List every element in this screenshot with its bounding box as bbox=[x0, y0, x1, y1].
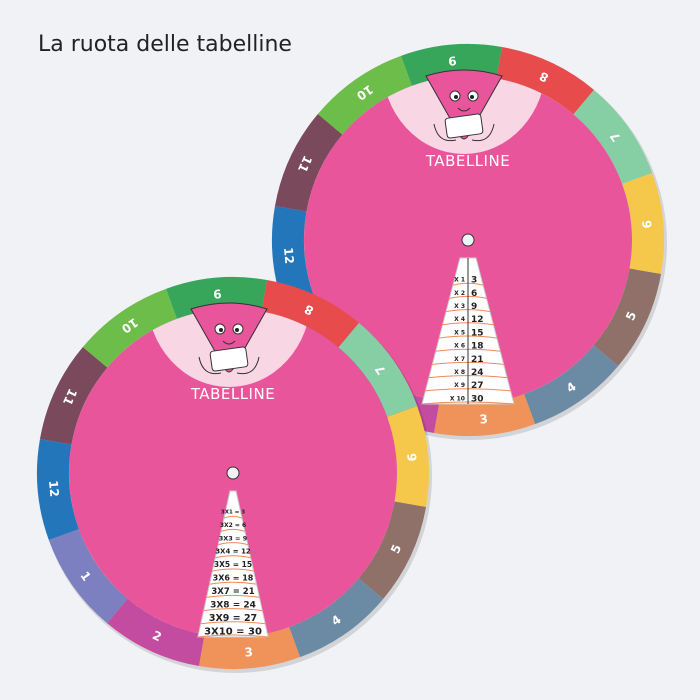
table-row-factor: X 6 bbox=[454, 343, 465, 350]
segment-2 bbox=[107, 598, 205, 667]
segment-label: 3 bbox=[479, 412, 489, 427]
row-divider bbox=[206, 594, 260, 598]
character-pupil bbox=[470, 95, 474, 99]
segment-5 bbox=[358, 501, 427, 599]
segment-12 bbox=[36, 438, 79, 541]
segment-5 bbox=[593, 268, 662, 366]
segment-label: 9 bbox=[448, 53, 458, 68]
table-row-factor: X 7 bbox=[454, 356, 465, 363]
character-arms bbox=[433, 123, 495, 142]
table-row-result: 12 bbox=[471, 315, 484, 325]
segment-label: 11 bbox=[295, 153, 315, 174]
row-divider bbox=[215, 555, 251, 559]
table-row-result: 6 bbox=[471, 289, 477, 299]
segment-label: 12 bbox=[46, 480, 61, 498]
row-divider bbox=[200, 621, 266, 625]
segment-label: 12 bbox=[281, 247, 296, 265]
segment-1 bbox=[48, 529, 128, 624]
table-row-factor: X 9 bbox=[454, 382, 465, 389]
segment-10 bbox=[82, 288, 177, 368]
table-row-result: 9 bbox=[471, 302, 477, 312]
segment-label: 6 bbox=[640, 220, 655, 230]
character-book bbox=[444, 113, 484, 139]
character-pupil bbox=[219, 328, 223, 332]
table-row: 3X9 = 27 bbox=[209, 613, 257, 624]
row-divider bbox=[209, 581, 257, 585]
table-row: 3X6 = 18 bbox=[213, 574, 254, 583]
segment-3 bbox=[433, 394, 536, 436]
table-row-result: 18 bbox=[471, 342, 484, 352]
segment-6 bbox=[622, 172, 664, 275]
row-divider bbox=[197, 634, 269, 638]
segment-7 bbox=[338, 322, 418, 417]
segment-3 bbox=[198, 627, 301, 669]
row-divider bbox=[223, 515, 243, 519]
segment-4 bbox=[289, 578, 384, 658]
table-row: 3X4 = 12 bbox=[215, 548, 251, 556]
segment-7 bbox=[573, 89, 653, 184]
table-row-result: 30 bbox=[471, 394, 484, 404]
table-row-factor: X 3 bbox=[454, 303, 465, 310]
table-row-result: 15 bbox=[471, 328, 484, 338]
segment-11 bbox=[274, 114, 343, 212]
character-pupil bbox=[235, 328, 239, 332]
character-cap bbox=[147, 309, 311, 387]
character-pupil bbox=[454, 95, 458, 99]
table-row: 3X5 = 15 bbox=[214, 560, 252, 569]
character-cap bbox=[382, 76, 546, 154]
table-row-result: 27 bbox=[471, 381, 484, 391]
table-row-factor: X 1 bbox=[454, 277, 465, 284]
page-title: La ruota delle tabelline bbox=[38, 32, 292, 57]
table-row-factor: X 8 bbox=[454, 369, 465, 376]
segment-6 bbox=[387, 405, 429, 508]
segment-10 bbox=[317, 55, 412, 135]
table-row-result: 21 bbox=[471, 355, 484, 365]
segment-4 bbox=[524, 345, 619, 425]
character-book bbox=[209, 346, 249, 372]
center-hole bbox=[226, 466, 240, 480]
character-mouth bbox=[457, 107, 471, 112]
brand-label: TABELLINE bbox=[425, 152, 510, 170]
row-divider bbox=[218, 542, 248, 546]
table-row-factor: X 4 bbox=[454, 316, 465, 323]
table-row-result: 3 bbox=[471, 276, 477, 286]
segment-8 bbox=[261, 279, 359, 348]
brand-label: TABELLINE bbox=[190, 385, 275, 403]
row-divider bbox=[212, 568, 254, 572]
table-row: 3X3 = 9 bbox=[219, 534, 248, 542]
table-row: 3X1 = 3 bbox=[221, 509, 245, 515]
segment-12 bbox=[272, 205, 314, 308]
table-row: 3X7 = 21 bbox=[211, 587, 254, 597]
center-hole bbox=[461, 233, 475, 247]
table-row-factor: X 10 bbox=[450, 395, 465, 402]
segment-label: 3 bbox=[244, 645, 254, 660]
segment-label: 11 bbox=[60, 386, 80, 407]
row-divider bbox=[203, 608, 263, 612]
segment-label: 6 bbox=[405, 453, 420, 463]
table-row-factor: X 5 bbox=[454, 329, 465, 336]
character-mouth bbox=[222, 340, 236, 345]
character-face bbox=[425, 69, 503, 140]
row-divider bbox=[220, 528, 246, 532]
table-row-factor: X 2 bbox=[454, 290, 465, 297]
table-row: 3X8 = 24 bbox=[210, 601, 256, 611]
table-row: 3X2 = 6 bbox=[220, 522, 246, 529]
segment-11 bbox=[39, 347, 108, 445]
character-arms bbox=[198, 356, 260, 375]
table-row: 3X10 = 30 bbox=[204, 626, 262, 637]
table-row-result: 24 bbox=[471, 368, 484, 378]
segment-8 bbox=[496, 46, 594, 115]
character-face bbox=[190, 302, 268, 373]
segment-label: 9 bbox=[213, 286, 223, 301]
